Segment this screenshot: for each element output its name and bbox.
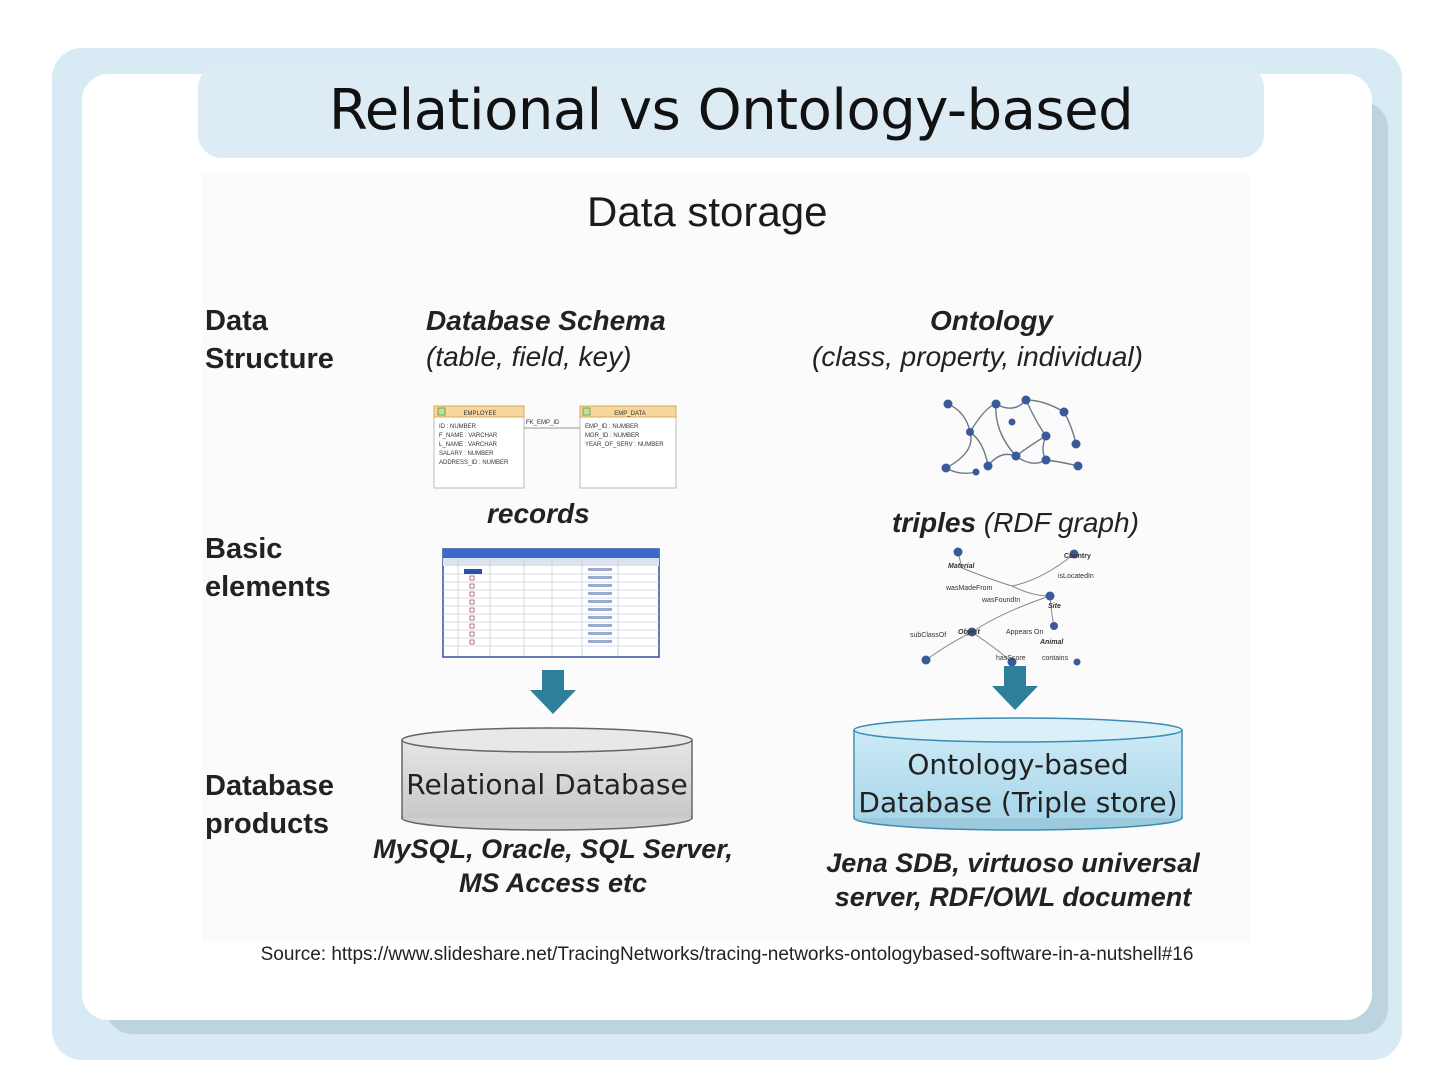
rdf-label: contains — [1042, 655, 1069, 662]
rdf-label: subClassOf — [910, 632, 946, 639]
rdf-label: Object — [958, 629, 980, 636]
rdf-label: wasFoundIn — [981, 597, 1020, 604]
rdf-label: hasScore — [996, 655, 1026, 662]
left-table-name: EMPLOYEE — [463, 411, 496, 417]
rdf-label: Appears On — [1006, 629, 1043, 636]
relational-products: MySQL, Oracle, SQL Server, MS Access etc — [373, 834, 733, 898]
rdf-label: Country — [1064, 553, 1091, 560]
right-field: MGR_ID : NUMBER — [585, 433, 640, 439]
schema-diagram: EMPLOYEE ID : NUMBER F_NAME : VARCHAR L_… — [433, 405, 677, 489]
ontology-graph — [941, 395, 1083, 476]
right-field: YEAR_OF_SERV : NUMBER — [585, 442, 664, 448]
down-arrow-icon — [530, 670, 576, 714]
ontology-subtitle: (class, property, individual) — [812, 341, 1143, 372]
rdf-label: Animal — [1039, 639, 1064, 646]
left-field: ID : NUMBER — [439, 424, 477, 430]
row-label-data-structure: Data Structure — [205, 305, 334, 375]
left-field: F_NAME : VARCHAR — [439, 433, 498, 439]
source-citation: Source: https://www.slideshare.net/Traci… — [260, 944, 1194, 965]
link-label: FK_EMP_ID — [526, 420, 560, 426]
rdf-label: wasMadeFrom — [945, 585, 992, 592]
down-arrow-icon — [992, 666, 1038, 710]
triples-label: triples (RDF graph) — [892, 507, 1139, 538]
ontology-database-cylinder — [853, 717, 1183, 831]
right-field: EMP_ID : NUMBER — [585, 424, 639, 430]
right-table-name: EMP_DATA — [614, 411, 645, 417]
ontology-database-label: Ontology-based Database (Triple store) — [858, 748, 1178, 819]
title-banner — [198, 64, 1264, 158]
row-label-basic-elements: Basic elements — [205, 533, 331, 603]
rdf-graph: Country Material isLocatedIn wasMadeFrom… — [910, 547, 1094, 667]
left-field: SALARY : NUMBER — [439, 451, 494, 457]
left-field: ADDRESS_ID : NUMBER — [439, 460, 509, 466]
ontology-products: Jena SDB, virtuoso universal server, RDF… — [826, 848, 1200, 912]
ontology-title: Ontology — [930, 305, 1053, 336]
relational-database-cylinder — [401, 727, 693, 831]
left-field: L_NAME : VARCHAR — [439, 442, 498, 448]
rdf-label: isLocatedIn — [1058, 573, 1094, 580]
row-label-database-products: Database products — [205, 770, 334, 840]
slide-title: Relational vs Ontology-based database — [328, 78, 1134, 237]
records-table — [442, 548, 660, 658]
rdf-label: Site — [1048, 603, 1061, 610]
rdf-label: Material — [948, 563, 976, 570]
relational-database-label: Relational Database — [406, 768, 688, 801]
schema-subtitle: (table, field, key) — [426, 341, 632, 372]
records-label: records — [487, 498, 590, 529]
diagram-heading: Data storage — [587, 188, 828, 235]
schema-title: Database Schema — [426, 305, 666, 336]
